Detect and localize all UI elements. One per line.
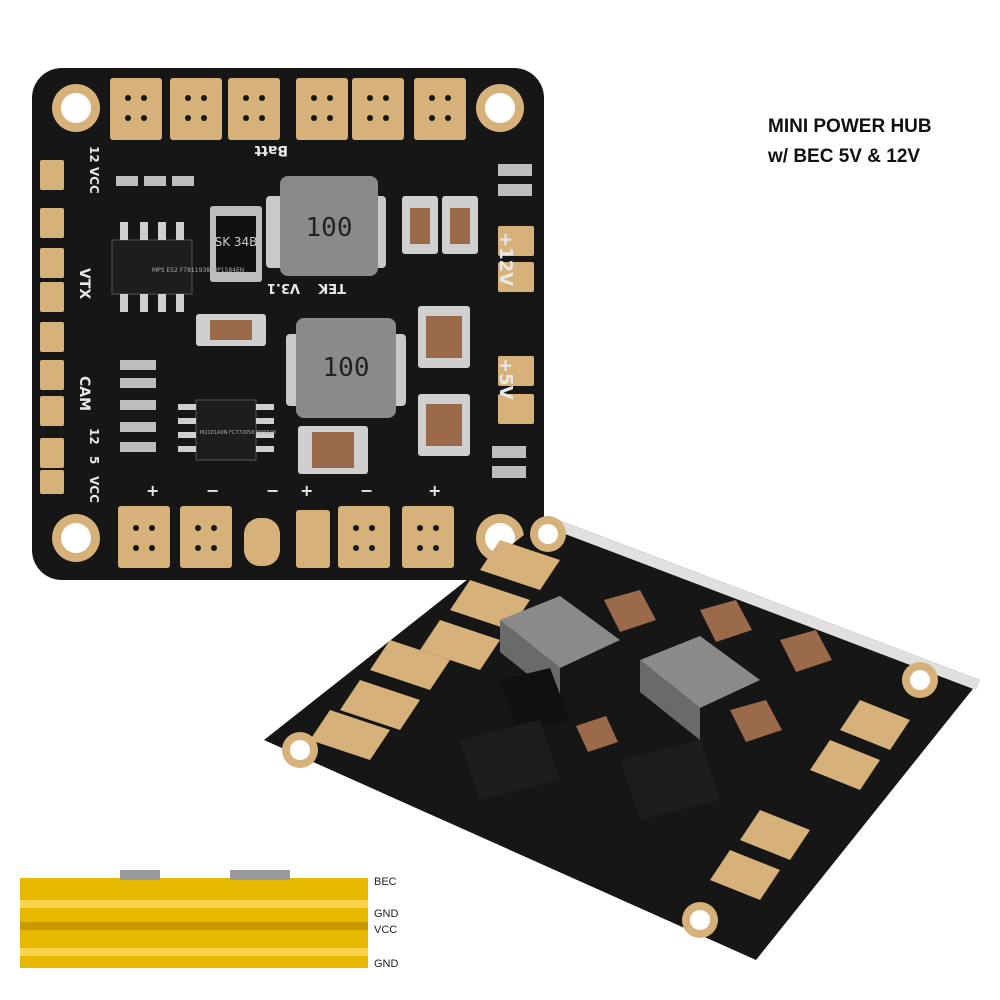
- svg-text:V3.1: V3.1: [267, 280, 300, 295]
- regulator-ic-2: [178, 399, 274, 461]
- pad-vias: [125, 95, 451, 551]
- svg-text:SK 34B: SK 34B: [215, 235, 258, 249]
- label-vcc: VCC: [374, 924, 398, 936]
- svg-text:VTX: VTX: [76, 268, 92, 299]
- label-bec: BEC: [374, 876, 397, 888]
- inductor-1: 100: [266, 176, 386, 276]
- schottky-diode: SK 34B: [210, 206, 262, 282]
- pcb-angled-view: [264, 516, 980, 960]
- label-gnd-1: GND: [374, 908, 399, 920]
- svg-text:Batt: Batt: [254, 142, 288, 158]
- silkscreen-labels: Batt +12V +5V VTX CAM 12 VCC 12 5 VCC V3…: [76, 142, 516, 503]
- svg-text:100: 100: [323, 353, 370, 383]
- svg-text:12: 12: [87, 428, 101, 445]
- svg-text:VCC: VCC: [87, 476, 101, 503]
- svg-text:12 VCC: 12 VCC: [87, 146, 101, 194]
- title-line-1: MINI POWER HUB: [768, 116, 932, 137]
- product-title: MINI POWER HUB w/ BEC 5V & 12V: [768, 112, 932, 172]
- smd-components: [116, 164, 532, 478]
- svg-text:+: +: [428, 481, 441, 500]
- top-solder-pads: [40, 78, 534, 568]
- svg-text:+: +: [146, 481, 159, 500]
- pcb-edge-profile: [20, 870, 368, 968]
- svg-text:−: −: [206, 481, 219, 500]
- svg-text:+5V: +5V: [495, 358, 516, 400]
- svg-text:+: +: [300, 481, 313, 500]
- pcb-top-view: 100 100 SK 34B: [32, 68, 544, 580]
- svg-text:−: −: [360, 481, 373, 500]
- svg-text:+12V: +12V: [495, 232, 516, 286]
- label-gnd-2: GND: [374, 958, 399, 970]
- regulator-ic-1: [111, 222, 193, 312]
- capacitors: [196, 196, 478, 474]
- svg-text:5: 5: [87, 456, 101, 464]
- ic2-marking: M2101A0N FC772058 MPS608: [200, 430, 276, 436]
- inductor-2: 100: [286, 318, 406, 418]
- svg-text:TEK: TEK: [317, 280, 346, 295]
- svg-text:CAM: CAM: [76, 376, 92, 411]
- title-line-2: w/ BEC 5V & 12V: [768, 146, 921, 167]
- svg-text:−: −: [266, 481, 279, 500]
- svg-text:100: 100: [306, 213, 353, 243]
- ic1-marking: MPS E52 F7811938 MP1584EN: [152, 267, 244, 274]
